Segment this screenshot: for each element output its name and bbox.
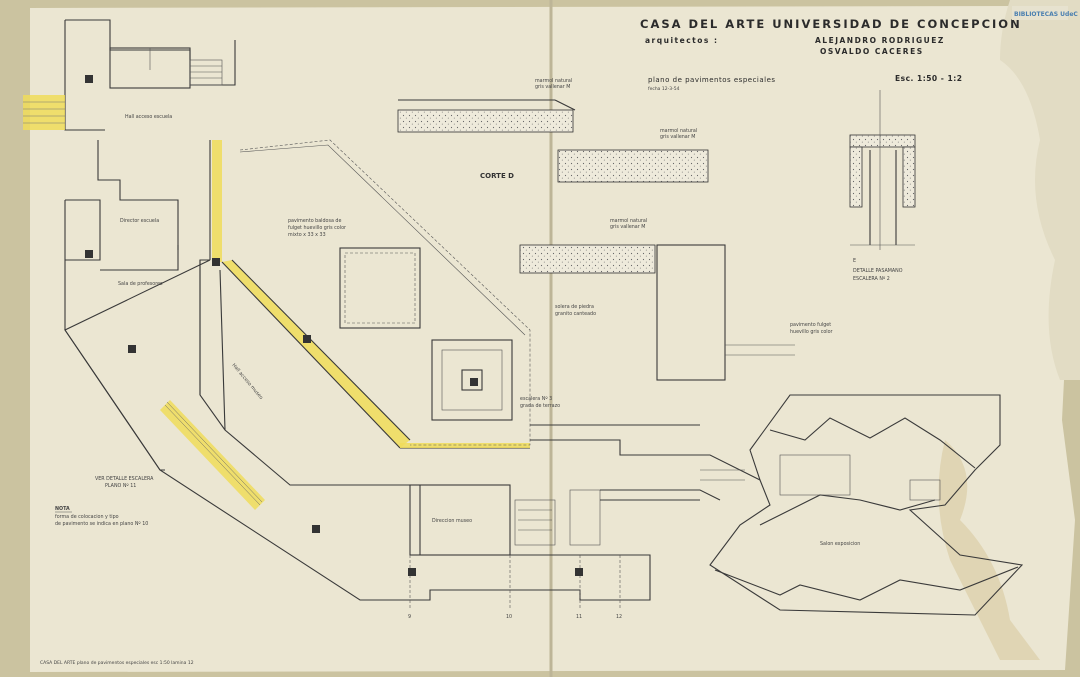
- architect-1: ALEJANDRO RODRIGUEZ: [815, 36, 945, 45]
- note-line-2: de pavimento se indica en plano Nº 10: [55, 521, 148, 527]
- museum-hall-wing: Hall acceso museo Direccion museo: [64, 140, 651, 601]
- library-stamp: [1012, 6, 1068, 20]
- label-director: Director escuela: [120, 218, 159, 224]
- yellow-entry-steps: [23, 95, 65, 130]
- stain-right: [938, 440, 1040, 660]
- axis-label-12: 12: [616, 614, 622, 620]
- drawing-title: CASA DEL ARTE UNIVERSIDAD DE CONCEPCION: [640, 17, 1022, 31]
- handrail-detail: E DETALLE PASAMANO ESCALERA Nº 2: [849, 90, 916, 282]
- label-pav-fulget-2: huevillo gris color: [790, 329, 833, 335]
- school-wing: Hall acceso escuela Director escuela Sal…: [23, 19, 236, 471]
- note-title: NOTA: [55, 506, 70, 512]
- axis-label-11: 11: [576, 614, 582, 620]
- exhibition-hall: Salon exposicion: [709, 394, 1024, 616]
- door-symbols: [85, 75, 583, 576]
- section-slab-1: [397, 109, 574, 133]
- label-pavimento-baldosa-2: fulget huevillo gris color: [288, 225, 346, 231]
- axis-label-9: 9: [408, 614, 411, 620]
- section-slab-3: [519, 244, 656, 274]
- label-solera: solera de piedra: [555, 304, 594, 310]
- label-escalera: escalera Nº 3: [520, 396, 552, 402]
- label-grada: grada de terrazo: [520, 403, 560, 409]
- architect-2: OSVALDO CACERES: [820, 47, 924, 56]
- label-marmol-1b: gris vallenar M: [535, 84, 570, 90]
- footer-note: CASA DEL ARTE plano de pavimentos especi…: [40, 660, 194, 666]
- label-sala-profesores: Sala de profesores: [118, 281, 163, 287]
- label-salon-exposicion: Salon exposicion: [820, 541, 860, 547]
- label-direccion: Direccion museo: [432, 518, 472, 524]
- title-block: CASA DEL ARTE UNIVERSIDAD DE CONCEPCION …: [640, 6, 1078, 92]
- section-block: [656, 244, 726, 381]
- label-detalle-2: ESCALERA Nº 2: [853, 276, 890, 282]
- label-marmol-1: marmol natural: [535, 78, 572, 84]
- note-block: NOTA forma de colocacion y tipo de pavim…: [40, 476, 194, 666]
- plano-ref: VER DETALLE ESCALERA: [95, 476, 154, 482]
- stair-core: [431, 339, 513, 421]
- axis-label-10: 10: [506, 614, 512, 620]
- plan-title: plano de pavimentos especiales: [648, 76, 776, 84]
- label-pav-fulget: pavimento fulget: [790, 322, 831, 328]
- section-details: marmol natural gris vallenar M marmol na…: [397, 78, 833, 381]
- label-corte: CORTE D: [480, 172, 514, 180]
- note-line-1: forma de colocacion y tipo: [55, 514, 119, 520]
- label-pavimento-baldosa: pavimento baldosa de: [288, 218, 341, 224]
- label-section-e: E: [853, 258, 856, 264]
- plan-date: fecha 12-3-54: [648, 86, 680, 92]
- torn-edge: [1000, 0, 1080, 380]
- section-slab-2: [557, 149, 709, 183]
- label-marmol-3: marmol natural: [610, 218, 647, 224]
- label-solera-2: granito canteado: [555, 311, 596, 317]
- plan-scale: Esc. 1:50 - 1:2: [895, 74, 962, 83]
- label-hall-escuela: Hall acceso escuela: [125, 114, 172, 120]
- architects-label: arquitectos :: [645, 36, 718, 45]
- connecting-corridor: 9 10 11 12: [408, 424, 761, 620]
- label-marmol-2b: gris vallenar M: [660, 134, 695, 140]
- axis-markers: 9 10 11 12: [408, 555, 622, 620]
- yellow-diagonal-strip: [222, 260, 410, 448]
- library-watermark: BIBLIOTECAS UdeC: [1014, 11, 1078, 18]
- label-pavimento-baldosa-3: mixto x 33 x 33: [288, 232, 326, 238]
- label-marmol-2: marmol natural: [660, 128, 697, 134]
- label-detalle: DETALLE PASAMANO: [853, 268, 903, 274]
- label-marmol-3b: gris vallenar M: [610, 224, 645, 230]
- central-courtyard: pavimento baldosa de fulget huevillo gri…: [239, 139, 560, 446]
- plano-ref-2: PLANO Nº 11: [105, 483, 136, 489]
